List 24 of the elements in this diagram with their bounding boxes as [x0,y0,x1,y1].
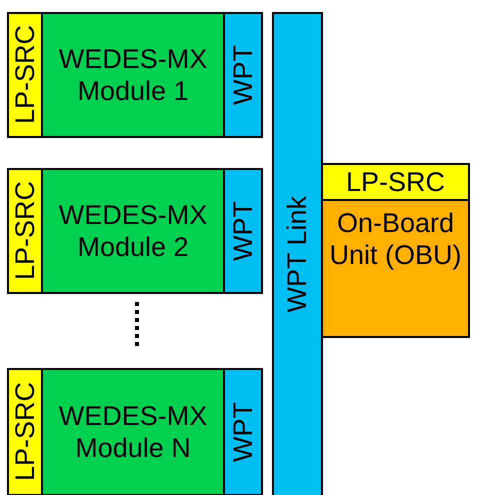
wpt-block [223,12,263,138]
unit-block [321,199,470,338]
block-label: On-Board Unit (OBU) [328,207,462,272]
block-label: LP-SRC [8,181,41,281]
block-label: WPT [226,402,259,462]
source-block [7,12,43,138]
block-label: WEDES-MX Module 1 [58,42,208,108]
wpt-link-bar [272,12,323,495]
source-block [7,168,43,294]
source-block [321,163,470,201]
wpt-block [223,168,263,294]
source-block [7,368,43,495]
block-label: WPT [226,45,259,105]
wpt-block [223,368,263,495]
block-label: LP-SRC [8,382,41,482]
block-label: WPT Link [281,196,314,313]
block-label: WEDES-MX Module N [58,400,208,464]
module-block [41,368,225,495]
block-label: LP-SRC [346,166,446,198]
module-block [41,168,225,294]
block-label: WPT [226,201,259,261]
module-block [41,12,225,138]
block-label: LP-SRC [8,25,41,125]
block-label: WEDES-MX Module 2 [58,198,208,264]
